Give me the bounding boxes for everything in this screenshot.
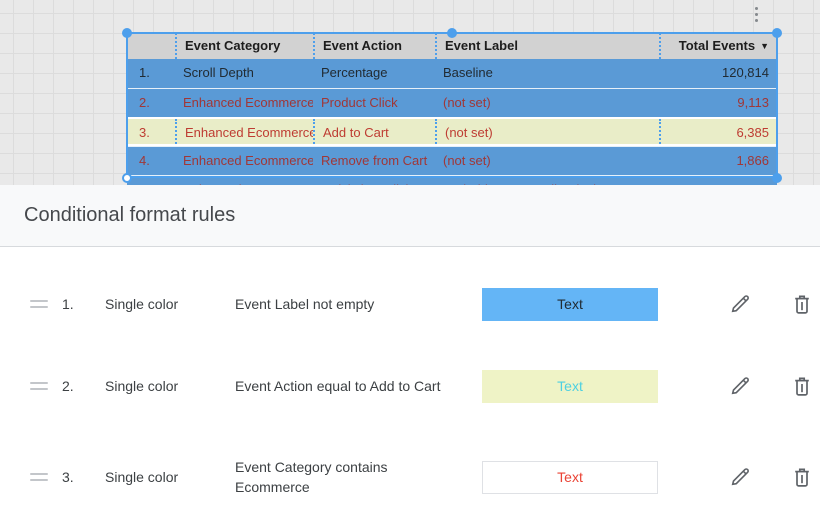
cell-action: Percentage: [321, 65, 388, 80]
cell-index: 1.: [139, 65, 150, 80]
selection-handle-top-right[interactable]: [772, 28, 782, 38]
pencil-icon: [731, 468, 749, 486]
table-row: 4. Enhanced Ecommerce Remove from Cart (…: [127, 146, 777, 175]
rule-type: Single color: [105, 378, 179, 394]
data-table[interactable]: Event Category Event Action Event Label …: [127, 33, 777, 185]
cell-label: (not set): [435, 119, 659, 144]
cell-total: 1,330: [659, 176, 777, 185]
cell-total: 6,385: [659, 119, 777, 144]
cell-category: Enhanced Ecommerce: [183, 95, 313, 110]
delete-rule-button[interactable]: [790, 292, 814, 316]
pencil-icon: [731, 377, 749, 395]
delete-rule-button[interactable]: [790, 465, 814, 489]
rule-color-swatch: Text: [482, 369, 658, 403]
cell-action: Product Click: [321, 95, 398, 110]
cell-total: 120,814: [722, 65, 769, 80]
edit-rule-button[interactable]: [728, 374, 752, 398]
cell-index: 4.: [139, 153, 150, 168]
header-event-action: Event Action: [313, 33, 435, 59]
kebab-dot: [754, 13, 758, 16]
edit-rule-button[interactable]: [728, 465, 752, 489]
cell-label: Android Tone Hoodie Black: [435, 176, 659, 185]
drag-handle-icon[interactable]: [30, 473, 48, 481]
cell-category: Scroll Depth: [183, 65, 254, 80]
edit-rule-button[interactable]: [728, 292, 752, 316]
rule-index: 3.: [62, 469, 74, 485]
trash-icon: [795, 295, 809, 314]
report-canvas[interactable]: Event Category Event Action Event Label …: [0, 0, 820, 185]
rule-index: 2.: [62, 378, 74, 394]
cell-action: Add to Cart: [313, 119, 435, 144]
rule-condition: Event Category contains Ecommerce: [235, 459, 388, 495]
header-event-category: Event Category: [175, 33, 313, 59]
sort-caret-icon: ▼: [760, 40, 769, 51]
header-index: [127, 33, 175, 59]
delete-rule-button[interactable]: [790, 374, 814, 398]
selection-handle-bottom-right[interactable]: [772, 173, 782, 183]
panel-title: Conditional format rules: [24, 204, 236, 226]
kebab-dot: [754, 19, 758, 22]
cell-index: 2.: [139, 95, 150, 110]
cell-category: Enhanced Ecommerce: [175, 119, 313, 144]
selection-handle-top-middle[interactable]: [447, 28, 457, 38]
header-event-label: Event Label: [435, 33, 659, 59]
trash-icon: [795, 468, 809, 487]
cell-action: Quickview Click: [313, 176, 435, 185]
swatch-label: Text: [557, 469, 583, 485]
format-rule-row: 3. Single color Event Category contains …: [0, 453, 820, 501]
cell-label: (not set): [443, 153, 491, 168]
cell-label: Baseline: [443, 65, 493, 80]
cell-total: 1,866: [736, 153, 769, 168]
cell-category: Enhanced Ecommerce: [183, 153, 313, 168]
more-options-icon[interactable]: [750, 7, 762, 29]
rule-condition: Event Action equal to Add to Cart: [235, 378, 441, 394]
swatch-label: Text: [557, 296, 583, 312]
selection-handle-bottom-left[interactable]: [122, 173, 132, 183]
trash-icon: [795, 377, 809, 396]
conditional-format-panel: Conditional format rules 1. Single color…: [0, 185, 820, 524]
table-row-highlighted: 3. Enhanced Ecommerce Add to Cart (not s…: [127, 117, 777, 146]
rule-type: Single color: [105, 296, 179, 312]
header-total-events-label: Total Events: [678, 38, 756, 53]
cell-index: 5.: [127, 176, 175, 185]
table-row: 2. Enhanced Ecommerce Product Click (not…: [127, 88, 777, 117]
table-row: 1. Scroll Depth Percentage Baseline 120,…: [127, 59, 777, 88]
format-rule-row: 2. Single color Event Action equal to Ad…: [0, 366, 820, 406]
kebab-dot: [754, 7, 758, 10]
rule-color-swatch: Text: [482, 460, 658, 494]
selection-handle-top-left[interactable]: [122, 28, 132, 38]
rule-color-swatch: Text: [482, 287, 658, 321]
table-row-clipped: 5. Enhanced Ecommerce Quickview Click An…: [127, 175, 777, 185]
swatch-label: Text: [557, 378, 583, 394]
cell-action: Remove from Cart: [321, 153, 428, 168]
cell-index: 3.: [139, 125, 150, 140]
rule-index: 1.: [62, 296, 74, 312]
cell-category: Enhanced Ecommerce: [175, 176, 313, 185]
cell-label: (not set): [443, 95, 491, 110]
cell-total: 9,113: [737, 95, 769, 110]
rule-condition: Event Label not empty: [235, 296, 375, 312]
drag-handle-icon[interactable]: [30, 300, 48, 308]
panel-header: Conditional format rules: [0, 185, 820, 247]
pencil-icon: [731, 295, 749, 313]
rule-type: Single color: [105, 469, 179, 485]
drag-handle-icon[interactable]: [30, 382, 48, 390]
format-rule-row: 1. Single color Event Label not empty Te…: [0, 284, 820, 324]
header-total-events[interactable]: Total Events ▼: [659, 33, 777, 59]
